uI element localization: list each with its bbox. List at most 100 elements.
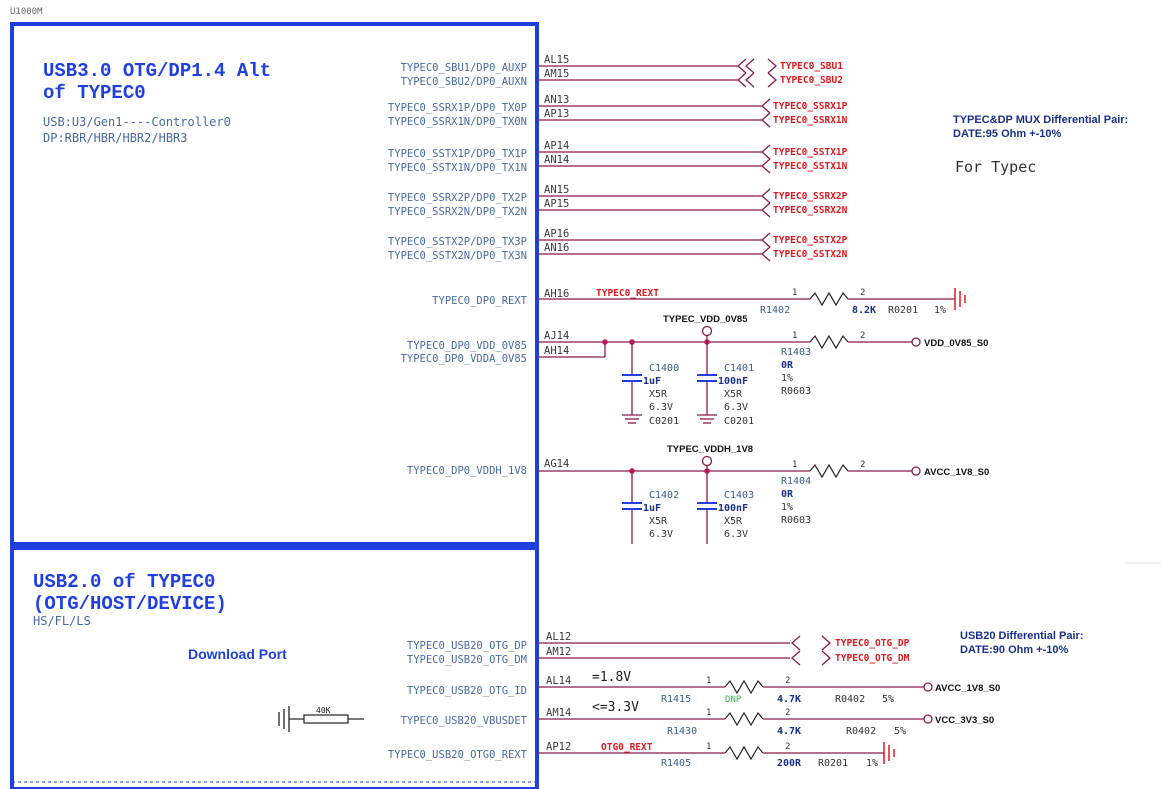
resistor-r1403 xyxy=(809,334,849,350)
net-label: TYPEC0_SSRX2P xyxy=(773,191,848,202)
tol-r1430: 5% xyxy=(894,726,906,737)
r1403-pin2: 2 xyxy=(860,331,865,341)
val-r1403: 0R xyxy=(781,360,794,371)
diel-c1400: X5R xyxy=(649,389,668,400)
offpage-connector-icon xyxy=(791,635,801,651)
top-block-title-1: USB3.0 OTG/DP1.4 Alt xyxy=(43,60,271,82)
net-label: TYPEC0_SSRX2N xyxy=(773,205,848,216)
pin-name: TYPEC0_SSRX1P/DP0_TX0P xyxy=(388,102,527,114)
pin-number: AL15 xyxy=(544,54,569,66)
r1405-pin1: 1 xyxy=(706,742,711,752)
pkg-r1415: R0402 xyxy=(835,694,865,705)
r1415-pin1: 1 xyxy=(706,676,711,686)
volt-c1403: 6.3V xyxy=(724,529,748,540)
power-rail-icon xyxy=(701,455,713,467)
offpage-connector-icon xyxy=(761,112,771,128)
pin-name-otg0-rext: TYPEC0_USB20_OTG0_REXT xyxy=(388,749,528,761)
usb20-diff-pair: TYPEC0_USB20_OTG_DP TYPEC0_USB20_OTG_DM … xyxy=(407,631,910,666)
pin-name: TYPEC0_SSRX2N/DP0_TX2N xyxy=(388,206,527,218)
pin-name: TYPEC0_SSRX2P/DP0_TX2P xyxy=(388,192,527,204)
pull-value: 40K xyxy=(316,706,331,715)
vdd-0v85-circuit: TYPEC0_DP0_VDD_0V85 TYPEC0_DP0_VDDA_0V85… xyxy=(401,314,989,427)
power-port-icon xyxy=(911,337,921,347)
ground-icon xyxy=(883,742,895,764)
pin-number: AM15 xyxy=(544,68,569,80)
diel-c1401: X5R xyxy=(724,389,743,400)
net-label: TYPEC0_SBU2 xyxy=(780,75,843,86)
offpage-connector-icon xyxy=(745,72,755,88)
bottom-block-title-2: (OTG/HOST/DEVICE) xyxy=(33,593,227,615)
offpage-connector-icon xyxy=(737,72,747,88)
pin-name: TYPEC0_SSTX1P/DP0_TX1P xyxy=(388,148,527,160)
offpage-connector-icon xyxy=(761,144,771,160)
diff-pair-4: TYPEC0_SSTX2P/DP0_TX3PAP16TYPEC0_SSTX2PT… xyxy=(388,228,848,262)
diff-pair-1: TYPEC0_SSRX1P/DP0_TX0PAN13TYPEC0_SSRX1PT… xyxy=(388,94,848,128)
pin-num-ag14: AG14 xyxy=(544,458,569,470)
resistor-r1404 xyxy=(809,463,849,479)
pkg-r1404: R0603 xyxy=(781,515,811,526)
mux-note-2: DATE:95 Ohm +-10% xyxy=(953,128,1062,140)
r1404-pin2: 2 xyxy=(860,460,865,470)
component-ref: U1000M xyxy=(10,7,43,17)
vbusdet-voltage: <=3.3V xyxy=(592,700,639,715)
pkg-r1402: R0201 xyxy=(888,305,918,316)
offpage-connector-icon xyxy=(761,188,771,204)
net-avcc-1v8-s0-otg: AVCC_1V8_S0 xyxy=(935,683,1000,694)
pin-number: AN13 xyxy=(544,94,569,106)
ref-c1401: C1401 xyxy=(724,363,754,374)
pkg-r1403: R0603 xyxy=(781,386,811,397)
pin-number: AP14 xyxy=(544,140,569,152)
otg-id-circuit: TYPEC0_USB20_OTG_ID AL14 =1.8V 1 2 R1415… xyxy=(407,670,1000,705)
val-r1402: 8.2K xyxy=(852,305,876,316)
offpage-connector-icon xyxy=(821,650,831,666)
ref-r1430: R1430 xyxy=(667,726,697,737)
diff-pair-0: TYPEC0_SBU1/DP0_AUXPAL15TYPEC0_SBU1TYPEC… xyxy=(401,54,844,88)
pin-num-ap12: AP12 xyxy=(546,741,571,753)
resistor-r1430 xyxy=(724,711,764,727)
ref-c1403: C1403 xyxy=(724,490,754,501)
offpage-connector-icon xyxy=(737,58,747,74)
val-r1404: 0R xyxy=(781,489,794,500)
diel-c1403: X5R xyxy=(724,516,743,527)
ground-icon xyxy=(954,288,966,310)
volt-c1401: 6.3V xyxy=(724,402,748,413)
power-port-icon xyxy=(923,714,933,724)
offpage-connector-icon xyxy=(767,72,777,88)
net-vdd-0v85-s0: VDD_0V85_S0 xyxy=(924,338,988,349)
pkg-c1401: C0201 xyxy=(724,416,754,427)
net-vcc-3v3-s0: VCC_3V3_S0 xyxy=(935,715,994,726)
bottom-block-outline xyxy=(10,546,539,789)
r1430-pin2: 2 xyxy=(785,708,790,718)
power-rail-icon xyxy=(701,325,713,337)
diel-c1402: X5R xyxy=(649,516,668,527)
otg-id-voltage: =1.8V xyxy=(592,670,631,685)
ground-icon xyxy=(278,706,290,732)
pin-num-al12: AL12 xyxy=(546,631,571,643)
differential-pairs: TYPEC0_SBU1/DP0_AUXPAL15TYPEC0_SBU1TYPEC… xyxy=(388,54,848,262)
net-label: TYPEC0_SSTX1N xyxy=(773,161,848,172)
pin-number: AP16 xyxy=(544,228,569,240)
volt-c1400: 6.3V xyxy=(649,402,673,413)
usb20-speeds: HS/FL/LS xyxy=(33,614,91,628)
pkg-r1430: R0402 xyxy=(846,726,876,737)
pin-name-otg-dp: TYPEC0_USB20_OTG_DP xyxy=(407,640,527,652)
val-c1403: 100nF xyxy=(718,503,748,514)
pin-name: TYPEC0_SSTX2N/DP0_TX3N xyxy=(388,250,527,262)
pin-name-vddh: TYPEC0_DP0_VDDH_1V8 xyxy=(407,465,527,477)
rail-typec-vdd-0v85: TYPEC_VDD_0V85 xyxy=(663,314,748,325)
diff-pair-2: TYPEC0_SSTX1P/DP0_TX1PAP14TYPEC0_SSTX1PT… xyxy=(388,140,848,174)
top-block-title-2: of TYPEC0 xyxy=(43,82,146,104)
val-c1402: 1uF xyxy=(643,503,661,514)
power-port-icon xyxy=(911,466,921,476)
tol-r1403: 1% xyxy=(781,373,793,384)
pin-name: TYPEC0_SBU2/DP0_AUXN xyxy=(401,76,527,88)
net-label: TYPEC0_SSRX1N xyxy=(773,115,848,126)
pin-name: TYPEC0_SSRX1N/DP0_TX0N xyxy=(388,116,527,128)
offpage-connector-icon xyxy=(761,246,771,262)
volt-c1402: 6.3V xyxy=(649,529,673,540)
pin-number: AN15 xyxy=(544,184,569,196)
pin-name-otg-dm: TYPEC0_USB20_OTG_DM xyxy=(407,654,527,666)
pin-num-am12: AM12 xyxy=(546,646,571,658)
